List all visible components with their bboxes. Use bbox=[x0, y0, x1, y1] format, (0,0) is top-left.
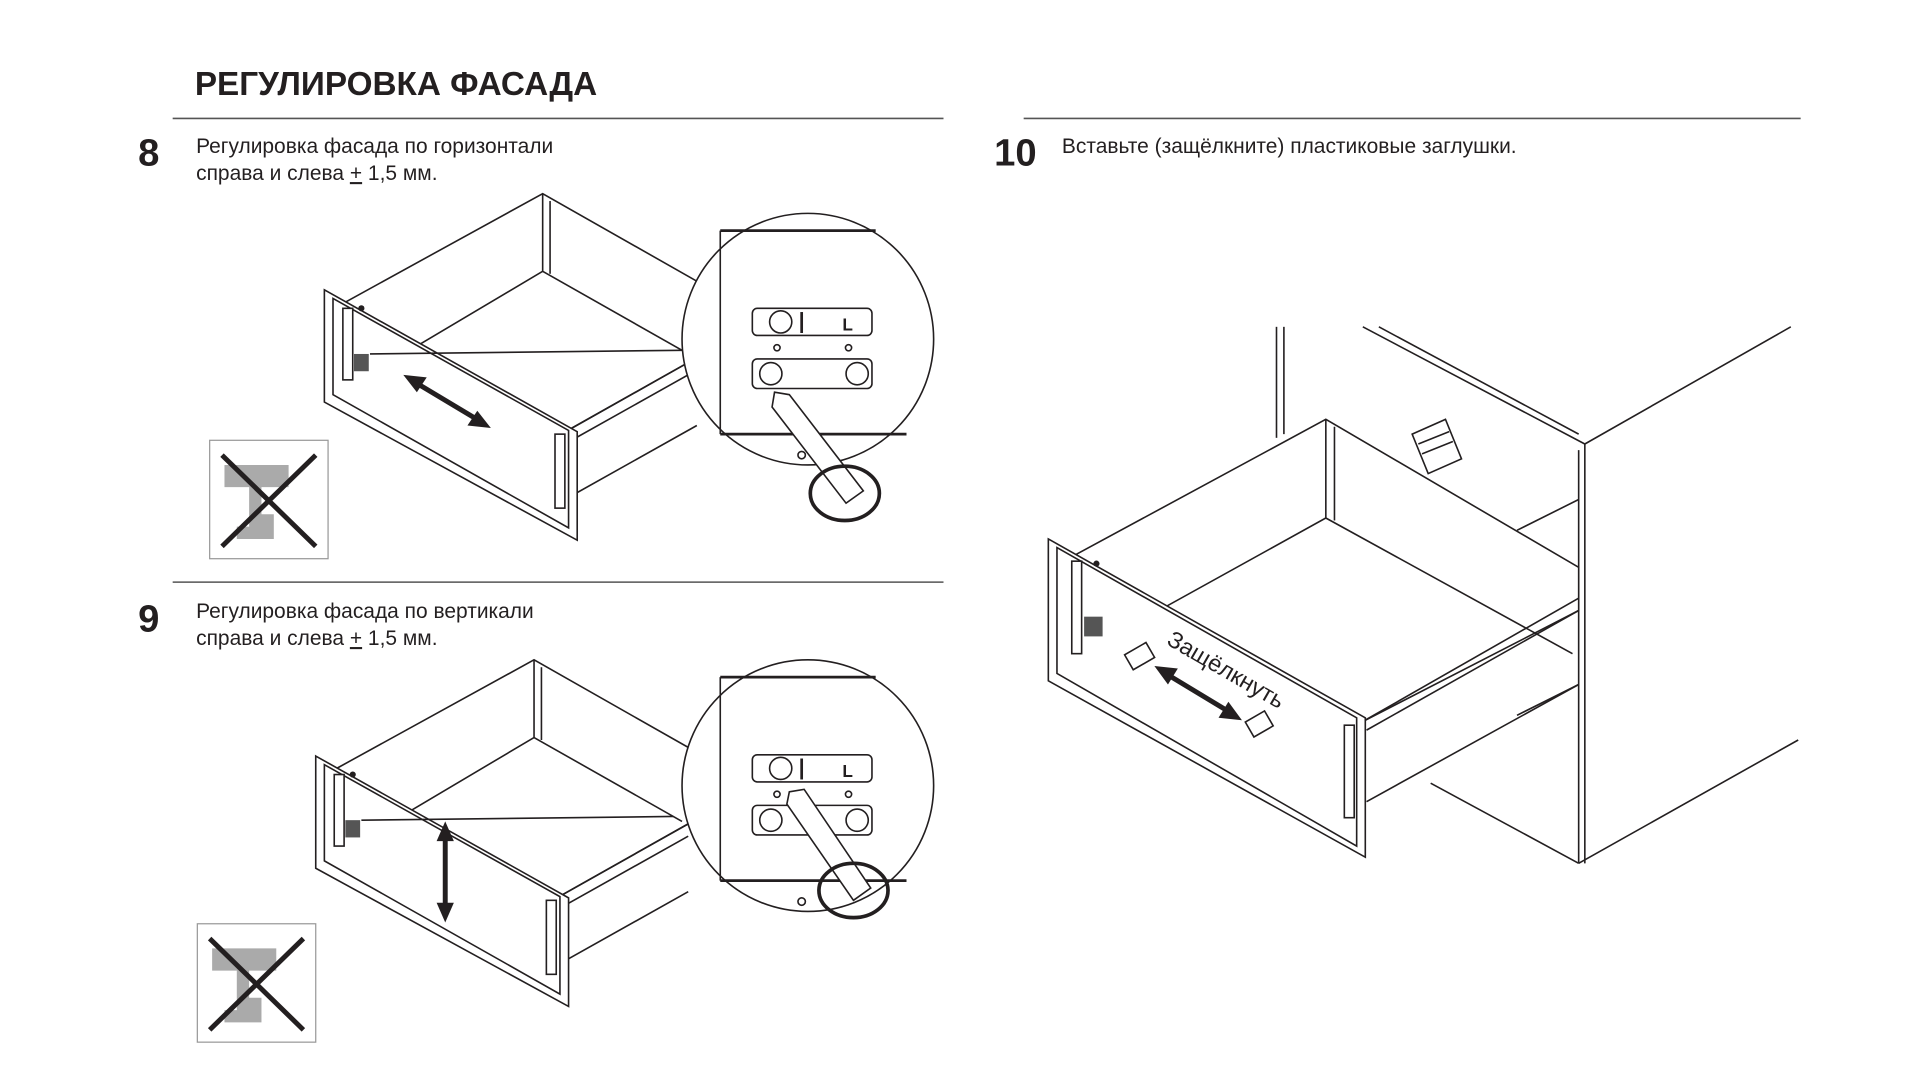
plastic-cap bbox=[1123, 641, 1156, 671]
drawer-illustration-vertical: L bbox=[314, 658, 935, 1008]
no-drill-icon bbox=[197, 924, 315, 1042]
step-number-10: 10 bbox=[994, 131, 1037, 174]
detail-label: L bbox=[842, 315, 853, 335]
detail-label: L bbox=[842, 761, 853, 781]
step-9-text-line2: справа и слева + 1,5 мм. bbox=[196, 627, 437, 650]
step-number-9: 9 bbox=[138, 597, 159, 640]
step-10-text: Вставьте (защёлкните) пластиковые заглуш… bbox=[1062, 135, 1517, 158]
section-title: РЕГУЛИРОВКА ФАСАДА bbox=[195, 66, 597, 103]
no-drill-icon bbox=[210, 440, 328, 558]
screwdriver-icon bbox=[771, 391, 882, 523]
screwdriver-icon bbox=[786, 788, 890, 920]
double-arrow-icon bbox=[436, 821, 454, 923]
plastic-cap bbox=[1244, 709, 1275, 739]
drawer-illustration-horizontal: L bbox=[323, 192, 935, 542]
step-8-text-line1: Регулировка фасада по горизонтали bbox=[196, 135, 553, 158]
double-arrow-icon bbox=[1154, 665, 1242, 721]
step-8-text-line2: справа и слева + 1,5 мм. bbox=[196, 162, 437, 185]
double-arrow-icon bbox=[403, 374, 491, 428]
step-number-8: 8 bbox=[138, 131, 159, 174]
cabinet-drawer-illustration: Защёлкнуть bbox=[1047, 326, 1799, 865]
hinge-bracket bbox=[1411, 418, 1463, 475]
step-9-text-line1: Регулировка фасада по вертикали bbox=[196, 600, 534, 623]
